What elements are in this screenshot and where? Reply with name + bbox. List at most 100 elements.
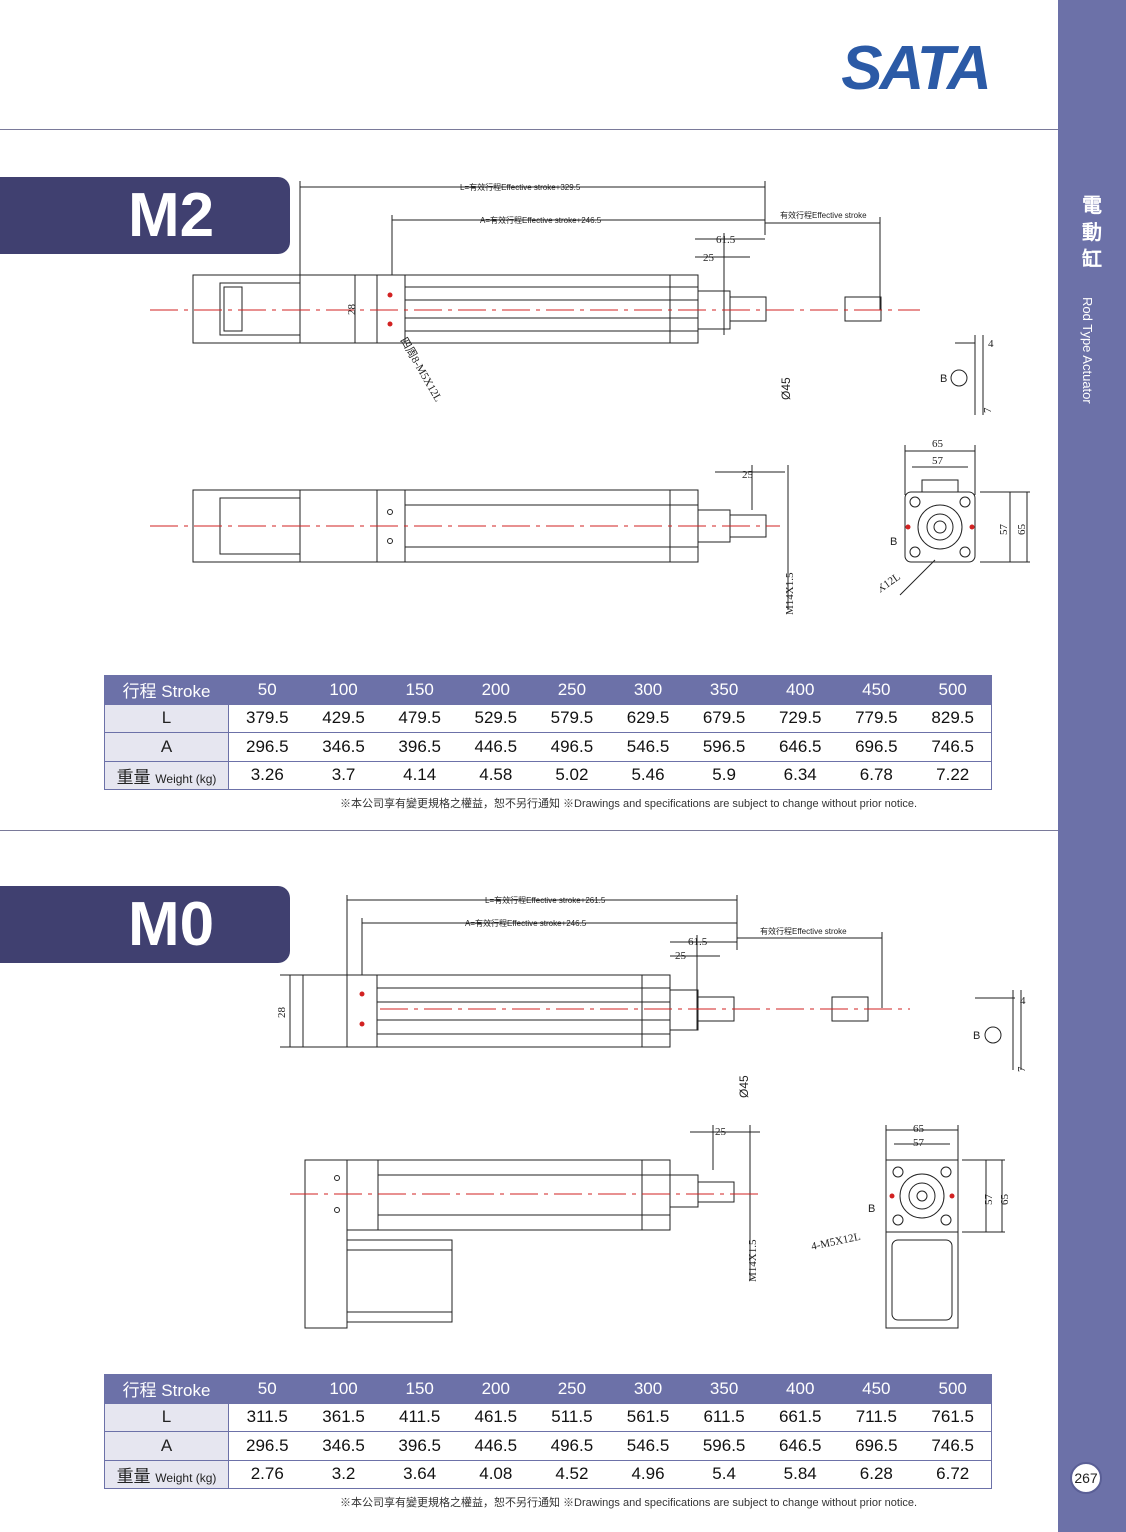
model-tab-m0: M0	[0, 886, 290, 963]
stroke-cell: 200	[457, 1374, 534, 1404]
table-cell: 6.34	[762, 761, 839, 790]
table-header-row: 行程 Stroke 50 100 150 200 250 300 350 400…	[104, 1374, 992, 1404]
table-cell: 3.26	[228, 761, 306, 790]
table-cell: 5.46	[609, 761, 687, 790]
table-row: 重量 Weight (kg) 2.76 3.2 3.64 4.08 4.52 4…	[104, 1460, 992, 1489]
table-cell: 396.5	[381, 1431, 458, 1461]
m2-dim-7: 7	[982, 407, 994, 413]
m2-dim-bolt: 4-M5X12L	[880, 571, 903, 610]
sidebar: 電 動 缸	[1058, 0, 1126, 1532]
page-number: 267	[1070, 1462, 1102, 1494]
row-label-A: A	[104, 732, 229, 762]
table-cell: 646.5	[762, 732, 839, 762]
m0-dim-L: L=有效行程Effective stroke+261.5	[485, 895, 606, 905]
m2-end-dim-57v: 57	[998, 524, 1010, 536]
m2-end-dim-65: 65	[932, 438, 944, 450]
stroke-cell: 50	[228, 675, 306, 705]
sata-logo: SATA	[841, 36, 992, 96]
m2-dim-A: A=有效行程Effective stroke+246.5	[480, 215, 602, 225]
m2-dim-holes: 四周8-M5X12L	[397, 335, 444, 404]
m2-dim-diameter: Ø45	[779, 377, 793, 400]
table-cell: 579.5	[533, 704, 610, 733]
table-cell: 411.5	[381, 1403, 458, 1432]
table-header-row: 行程 Stroke 50 100 150 200 250 300 350 400…	[104, 675, 992, 705]
stroke-header-label: 行程 Stroke	[104, 1374, 229, 1404]
table-cell: 529.5	[457, 704, 534, 733]
table-cell: 496.5	[533, 1431, 610, 1461]
stroke-cell: 400	[762, 675, 839, 705]
stroke-cell: 450	[838, 675, 915, 705]
table-cell: 746.5	[914, 1431, 992, 1461]
stroke-cell: 150	[381, 675, 458, 705]
m2-dim-25: 25	[703, 252, 715, 264]
m0-end-dim-65v: 65	[999, 1194, 1011, 1206]
m0-side-drawing: L=有效行程Effective stroke+261.5 A=有效行程Effec…	[276, 895, 910, 1098]
m2-end-view: 65 57 57 65 B 4-M5X12L	[880, 438, 1030, 610]
model-tab-m2: M2	[0, 177, 290, 254]
table-cell: 511.5	[533, 1403, 610, 1432]
table-cell: 5.9	[686, 761, 763, 790]
table-cell: 779.5	[838, 704, 915, 733]
table-cell: 346.5	[305, 1431, 382, 1461]
m0-dim-stroke: 有效行程Effective stroke	[760, 926, 847, 936]
table-cell: 696.5	[838, 1431, 915, 1461]
m2-side-drawing: L=有效行程Effective stroke+329.5 A=有效行程Effec…	[150, 181, 920, 404]
table-cell: 6.78	[838, 761, 915, 790]
table-cell: 3.7	[305, 761, 382, 790]
m0-dim-28: 28	[276, 1007, 288, 1019]
table-cell: 461.5	[457, 1403, 534, 1432]
table-cell: 361.5	[305, 1403, 382, 1432]
row-label-weight: 重量 Weight (kg)	[104, 1460, 229, 1489]
m0-spec-table: 行程 Stroke 50 100 150 200 250 300 350 400…	[104, 1374, 992, 1489]
stroke-cell: 350	[686, 1374, 763, 1404]
m2-dim-61-5: 61.5	[716, 234, 736, 246]
stroke-cell: 450	[838, 1374, 915, 1404]
row-label-L: L	[104, 1403, 229, 1432]
m0-end-dim-B: B	[868, 1203, 875, 1215]
table-cell: 3.64	[381, 1460, 458, 1489]
stroke-cell: 50	[228, 1374, 306, 1404]
stroke-cell: 500	[914, 675, 992, 705]
table-cell: 629.5	[609, 704, 687, 733]
table-cell: 311.5	[228, 1403, 306, 1432]
stroke-cell: 100	[305, 1374, 382, 1404]
table-cell: 696.5	[838, 732, 915, 762]
stroke-cell: 400	[762, 1374, 839, 1404]
sidebar-category-cn: 電 動 缸	[1082, 193, 1102, 271]
table-cell: 479.5	[381, 704, 458, 733]
m0-dim-diameter: Ø45	[737, 1075, 751, 1098]
table-cell: 711.5	[838, 1403, 915, 1432]
table-cell: 761.5	[914, 1403, 992, 1432]
table-cell: 546.5	[609, 732, 687, 762]
m0-dim-B: B	[973, 1030, 980, 1042]
table-cell: 296.5	[228, 732, 306, 762]
table-cell: 7.22	[914, 761, 992, 790]
stroke-cell: 350	[686, 675, 763, 705]
m0-dim-25: 25	[675, 950, 687, 962]
m0-end-view: 65 57 57 65 B 4-M5X12L	[810, 1123, 1011, 1329]
row-label-A: A	[104, 1431, 229, 1461]
stroke-cell: 250	[533, 1374, 610, 1404]
table-cell: 4.52	[533, 1460, 610, 1489]
sidebar-category-en: Rod Type Actuator	[1080, 297, 1095, 404]
m2-b-detail: 4 B 7	[940, 335, 994, 415]
table-row: L 311.5 361.5 411.5 461.5 511.5 561.5 61…	[104, 1403, 992, 1432]
table-row: A 296.5 346.5 396.5 446.5 496.5 546.5 59…	[104, 1431, 992, 1461]
table-cell: 446.5	[457, 1431, 534, 1461]
stroke-header-label: 行程 Stroke	[104, 675, 229, 705]
m2-dim-B: B	[940, 373, 947, 385]
table-cell: 6.28	[838, 1460, 915, 1489]
m0-end-dim-57v: 57	[983, 1194, 995, 1206]
table-cell: 6.72	[914, 1460, 992, 1489]
m2-dim-thread: M14X1.5	[784, 572, 796, 615]
table-cell: 3.2	[305, 1460, 382, 1489]
table-cell: 446.5	[457, 732, 534, 762]
table-row: A 296.5 346.5 396.5 446.5 496.5 546.5 59…	[104, 732, 992, 762]
table-row: 重量 Weight (kg) 3.26 3.7 4.14 4.58 5.02 5…	[104, 761, 992, 790]
table-cell: 4.14	[381, 761, 458, 790]
m2-dim-L: L=有效行程Effective stroke+329.5	[460, 182, 581, 192]
table-cell: 346.5	[305, 732, 382, 762]
stroke-cell: 500	[914, 1374, 992, 1404]
m0-dim-A: A=有效行程Effective stroke+246.5	[465, 918, 587, 928]
m2-dim-4: 4	[988, 338, 994, 350]
